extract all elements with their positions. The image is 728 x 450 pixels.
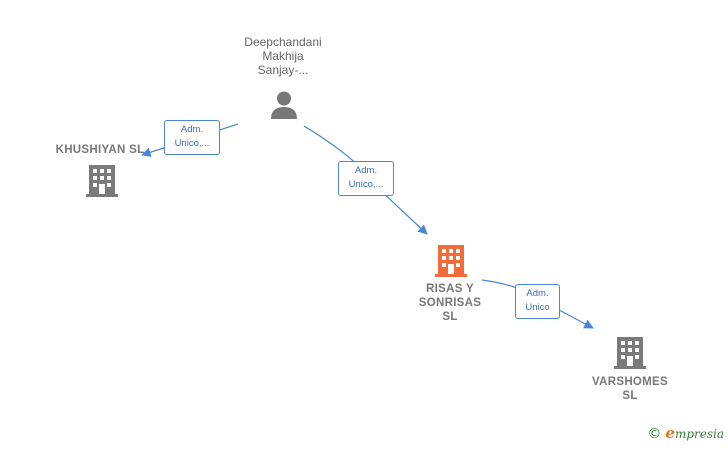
edge-label-line-2: Unico,... [174,138,210,149]
brand-logo: ©empresia [647,424,724,442]
node-varshomes-line-2: SL [622,390,638,402]
node-varshomes-label[interactable]: VARSHOMES SL [580,375,680,403]
edge-label-line-2: Unico,... [348,179,384,190]
brand-name: mpresia [674,427,724,441]
copyright-icon: © [647,426,662,442]
edge-label-line-2: Unico [525,302,550,313]
edge-label-line-1: Adm. [180,124,204,135]
edge-label-to-khushiyan[interactable]: Adm. Unico,... [164,120,220,155]
node-khushiyan-label[interactable]: KHUSHIYAN SL [50,143,150,157]
edge-label-to-varshomes[interactable]: Adm. Unico [515,284,560,319]
edge-label-line-1: Adm. [354,165,378,176]
node-person-line-2: Makhija [262,49,304,63]
building-icon[interactable] [86,163,118,197]
node-risas-line-1: RISAS Y [426,283,474,295]
edge-label-to-risas[interactable]: Adm. Unico,... [338,161,394,196]
person-icon[interactable] [269,90,299,120]
node-person-label[interactable]: Deepchandani Makhija Sanjay-... [228,35,338,77]
building-icon[interactable] [435,243,467,277]
node-risas-line-2: SONRISAS [418,297,482,309]
node-risas-line-3: SL [442,311,458,323]
node-varshomes-line-1: VARSHOMES [592,376,668,388]
node-person-line-3: Sanjay-... [257,63,309,77]
building-icon[interactable] [614,335,646,369]
node-khushiyan-line-1: KHUSHIYAN SL [55,144,145,156]
node-person-line-1: Deepchandani [244,35,322,49]
node-risas-label[interactable]: RISAS Y SONRISAS SL [400,282,500,324]
edge-label-line-1: Adm. [526,288,549,299]
brand-initial: e [665,424,675,442]
